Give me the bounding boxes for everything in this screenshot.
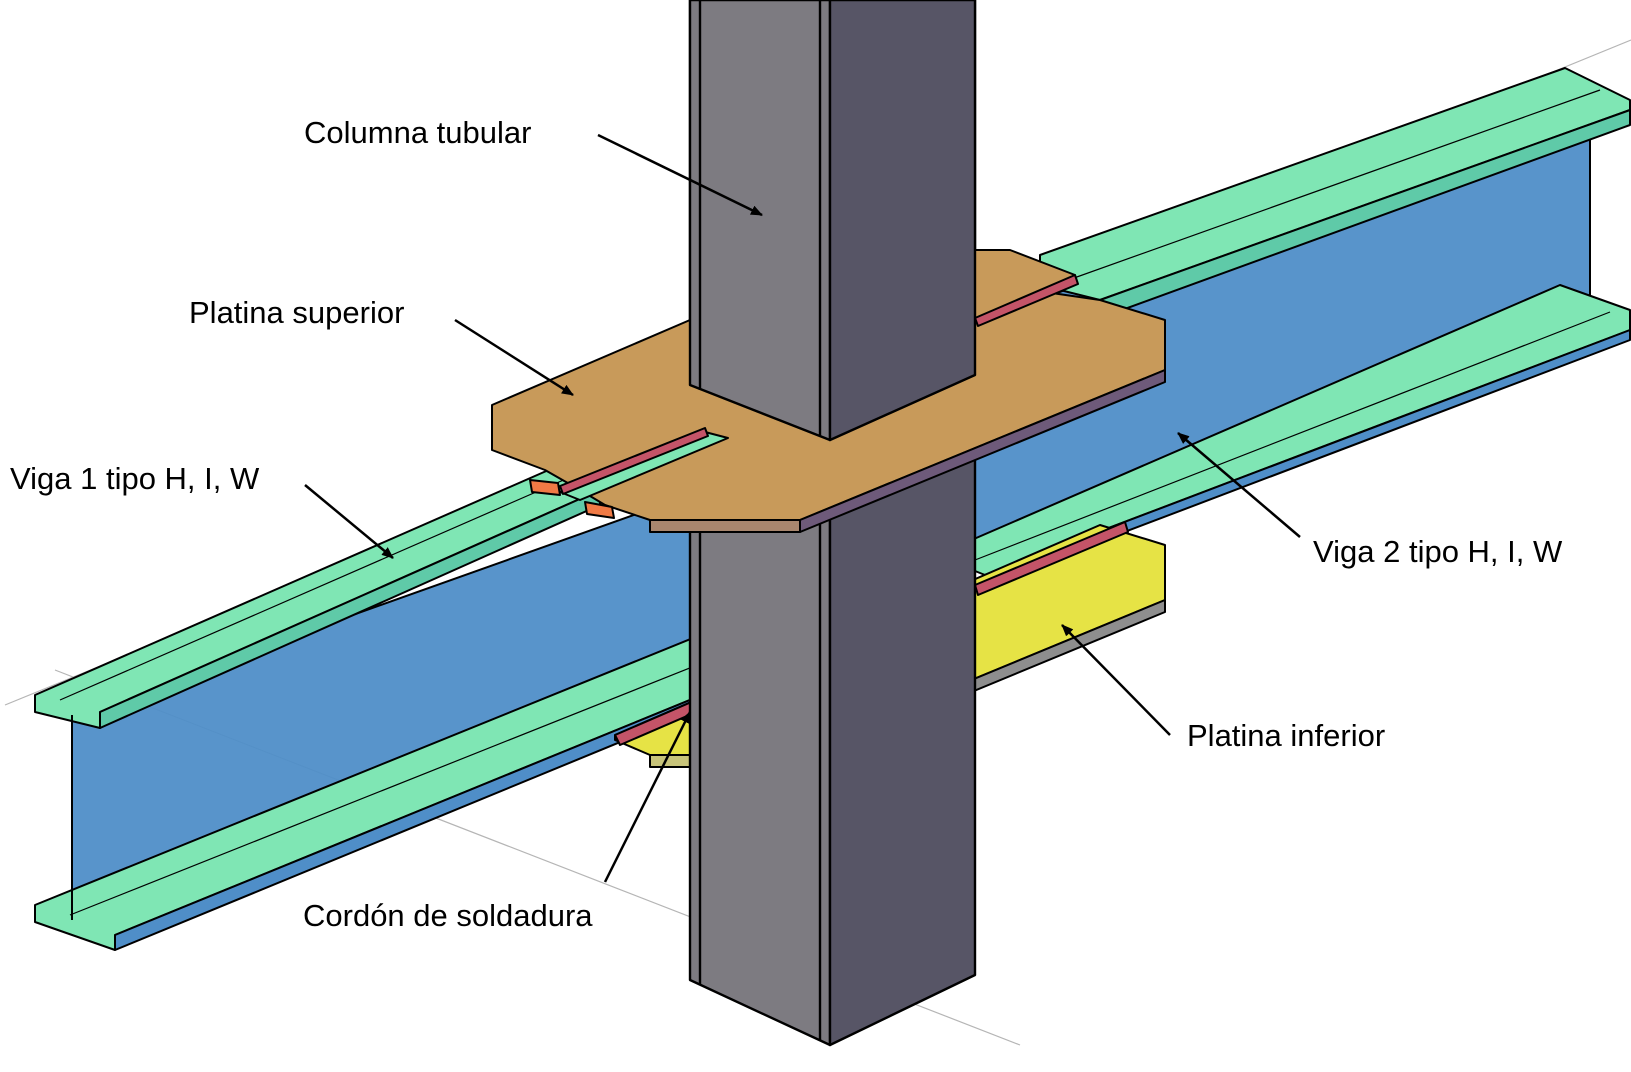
label-columna-tubular: Columna tubular (304, 115, 532, 150)
top-plate (491, 249, 1166, 533)
weld-bead (974, 274, 1079, 327)
beam-2-flange-line (974, 311, 1611, 561)
leader-viga2 (1177, 432, 1301, 538)
leader-platina-inferior (1061, 624, 1171, 736)
beam-1-flange-line (59, 474, 576, 701)
label-platina-inferior: Platina inferior (1187, 718, 1386, 753)
label-viga-1: Viga 1 tipo H, I, W (10, 461, 260, 496)
leader-soldadura (603, 711, 692, 883)
column-front-face-upper (688, 0, 832, 442)
column-side-face-upper (828, 0, 977, 442)
beam-1-flange-line (69, 639, 761, 916)
label-cordon-soldadura: Cordón de soldadura (303, 898, 593, 933)
leader-viga1 (304, 484, 394, 559)
beam-2-flange-line (1059, 89, 1601, 284)
label-platina-superior: Platina superior (189, 295, 405, 330)
column-upper (688, 0, 977, 442)
weld-bead (974, 521, 1129, 596)
weld-bead (559, 427, 709, 495)
leader-platina-superior (454, 318, 574, 397)
leader-columna (597, 133, 763, 217)
top-plate-edge-front (649, 519, 801, 533)
weld-end (529, 479, 561, 496)
weld-end (584, 501, 615, 519)
leaders (304, 133, 1301, 883)
label-viga-2: Viga 2 tipo H, I, W (1313, 534, 1563, 569)
beam-2 (959, 67, 1631, 586)
